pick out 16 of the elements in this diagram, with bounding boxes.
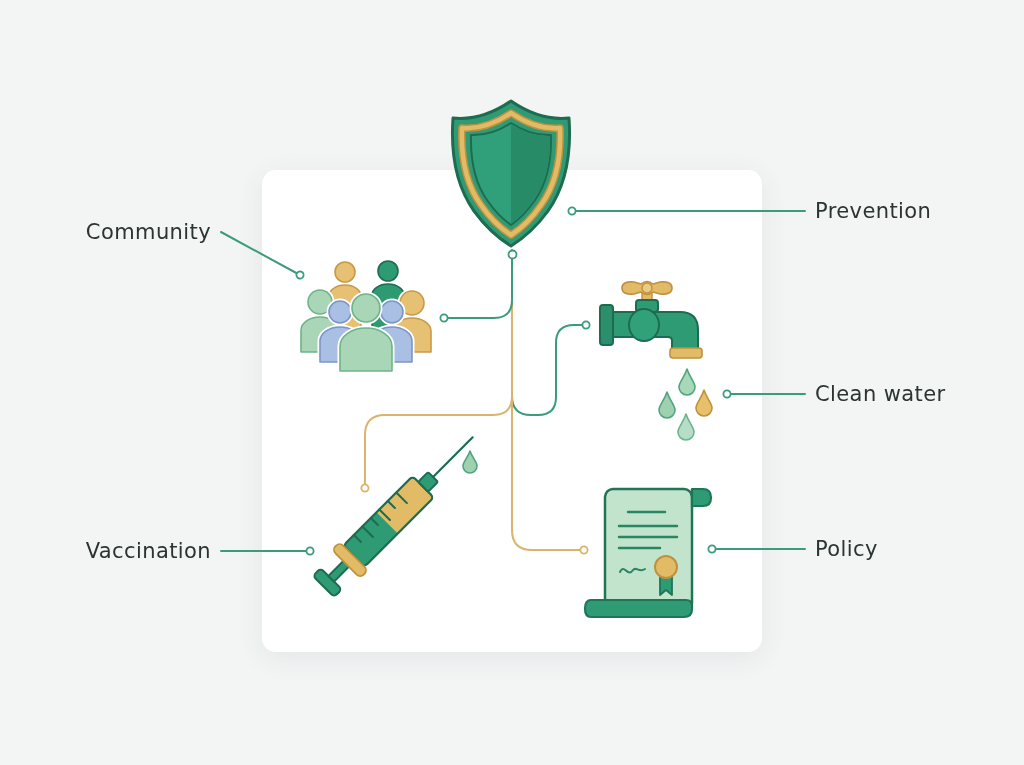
connector-line bbox=[511, 395, 589, 555]
leader-line bbox=[567, 206, 806, 216]
connector-line bbox=[439, 299, 513, 323]
leader-line bbox=[220, 546, 315, 556]
connector-line bbox=[511, 249, 513, 301]
connector-line bbox=[511, 320, 591, 416]
callout-label: Community bbox=[85, 220, 211, 244]
certificate-scroll-icon bbox=[584, 486, 712, 620]
callout-label: Clean water bbox=[815, 382, 946, 406]
leader-line bbox=[707, 544, 806, 554]
callout-label: Vaccination bbox=[85, 539, 211, 563]
leader-line bbox=[722, 389, 806, 399]
callout-label: Prevention bbox=[815, 199, 932, 223]
leader-line bbox=[220, 231, 305, 280]
shield-icon bbox=[449, 98, 572, 250]
callout-label: Policy bbox=[815, 537, 878, 561]
